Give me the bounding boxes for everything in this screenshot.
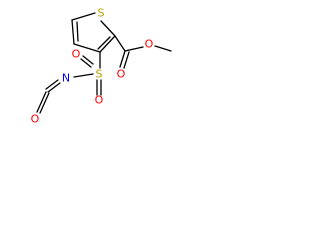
methyl-ester-group: [114, 35, 172, 69]
bond-s-otop-1: [82, 55, 94, 65]
atom-o-isocyanate: O: [31, 113, 40, 126]
bond-oester-methyl: [154, 45, 172, 52]
atom-o-carbonyl: O: [117, 68, 126, 81]
bond-n-c-1: [45, 79, 59, 90]
bond-carbonyl-o2: [123, 51, 130, 69]
bond-c3-c4: [73, 43, 101, 53]
atom-o-sulfonyl-bottom: O: [95, 94, 104, 107]
bond-c5-s1: [71, 12, 96, 21]
atom-o-ester: O: [145, 38, 154, 51]
bond-c-o-2: [39, 92, 50, 114]
bond-s1-c2: [100, 20, 116, 37]
atom-o-sulfonyl-top: O: [72, 48, 81, 61]
bond-c4-c5: [71, 19, 75, 45]
atom-s-ring: S: [98, 7, 105, 20]
atom-s-sulfonyl: S: [96, 68, 103, 81]
bond-carbonyl-o1: [119, 50, 126, 68]
bond-s-otop-2: [80, 58, 92, 68]
bond-c4-c5-inner: [76, 21, 79, 42]
bond-c2-ccarbonyl: [114, 35, 126, 52]
bond-c-o-1: [36, 91, 47, 113]
bond-s-n: [73, 73, 94, 78]
bond-n-c-2: [47, 82, 61, 93]
bond-ccarbonyl-oester: [124, 46, 144, 52]
bond-c2-c3: [99, 35, 116, 53]
sulfonyl-isocyanate-group: [36, 51, 102, 114]
thiophene-ring: [71, 12, 116, 53]
molecule-structure-diagram: S O O S O O N O: [31, 7, 172, 126]
atom-labels: S O O S O O N O: [31, 7, 154, 126]
bond-c2-c3-inner: [97, 36, 111, 50]
atom-n: N: [62, 72, 70, 85]
